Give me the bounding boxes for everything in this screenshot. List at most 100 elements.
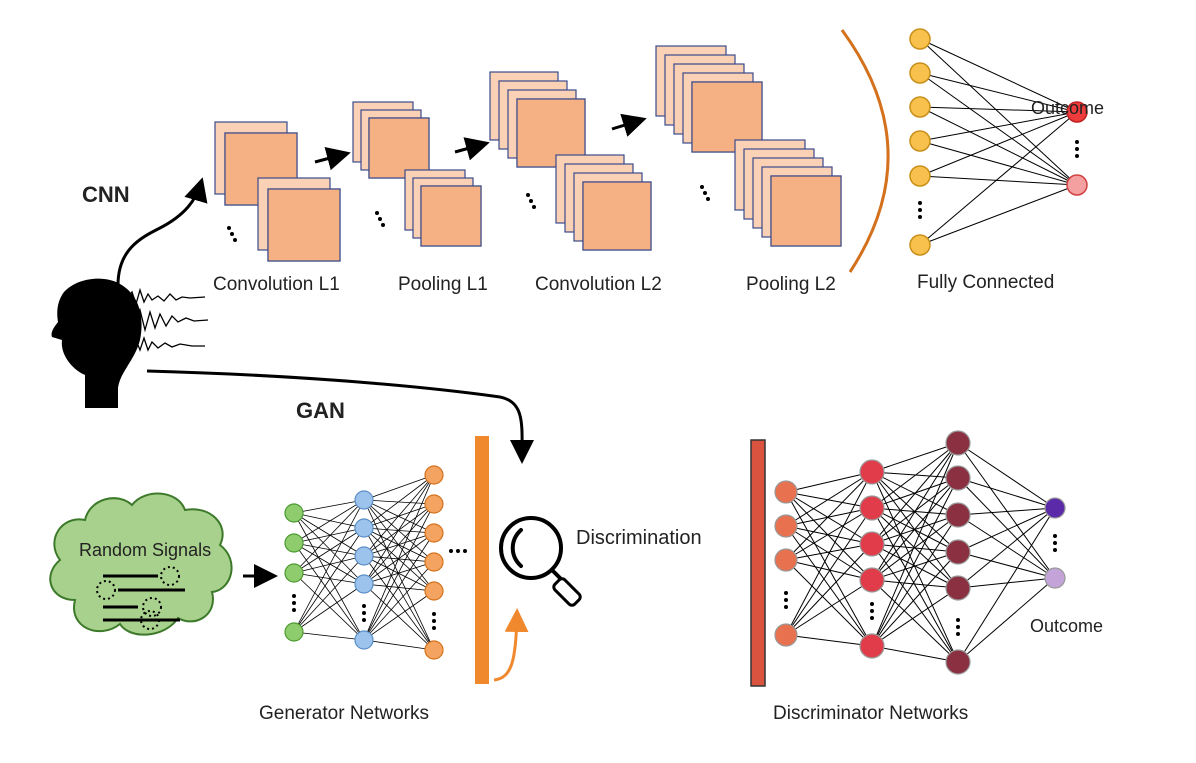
fc-input-node <box>909 165 931 187</box>
disc-edge <box>957 507 1056 553</box>
disc-hidden2-node <box>945 649 971 675</box>
fully-connected-label: Fully Connected <box>917 272 1054 293</box>
ellipsis-pool1 <box>381 223 385 227</box>
fc-edge <box>919 175 1078 186</box>
random-signals-cloud: Random Signals <box>49 492 233 636</box>
cnn-outcome-node <box>1066 174 1088 196</box>
disc-edge <box>785 471 873 561</box>
gen-edge <box>293 499 365 633</box>
disc-edge <box>871 442 959 473</box>
ellipsis-conv1 <box>230 232 234 236</box>
ellipsis-disc-output <box>1053 548 1057 552</box>
fc-edge <box>919 106 1078 186</box>
disc-edge <box>871 477 959 647</box>
gen-edge <box>363 590 435 641</box>
disc-edge <box>871 442 959 581</box>
gen-output-node <box>424 581 444 601</box>
fc-input-node <box>909 130 931 152</box>
gen-output-node <box>424 494 444 514</box>
feature-map-pool2-top-front <box>691 81 763 153</box>
disc-edge <box>785 471 873 636</box>
disc-edge <box>871 645 959 663</box>
generator-feedback-arrow <box>493 608 529 682</box>
feature-map-pool2-bottom-front <box>770 175 842 247</box>
cloud-shape <box>49 492 233 636</box>
gan-title: GAN <box>296 398 345 423</box>
gen-hidden-node <box>354 546 374 566</box>
ellipsis-gen-output <box>432 612 436 616</box>
gen-edge <box>363 503 435 641</box>
disc-edge <box>871 442 959 509</box>
ellipsis-conv2 <box>532 205 536 209</box>
disc-edge <box>871 471 959 663</box>
ellipsis-fc-input <box>918 201 922 205</box>
gen-edge <box>293 542 365 557</box>
disc-edge <box>871 514 959 647</box>
gen-output-node <box>424 552 444 572</box>
stage-label-pool2: Pooling L2 <box>746 274 836 295</box>
disc-outcome-node <box>1044 567 1066 589</box>
gen-edge <box>293 527 365 544</box>
discriminator-outcome-label: Outcome <box>1030 616 1103 636</box>
gen-edge <box>363 527 435 651</box>
gen-edge <box>363 527 435 534</box>
stage-arrow-2 <box>454 137 490 161</box>
disc-edge <box>785 634 873 647</box>
stage-arrow-3 <box>611 113 647 137</box>
gen-edge <box>363 499 435 592</box>
disc-edge <box>871 587 959 647</box>
gen-edge <box>293 527 365 633</box>
ellipsis-gen-input <box>292 608 296 612</box>
gen-input-node <box>284 533 304 553</box>
ellipsis-pool1 <box>378 217 382 221</box>
ellipsis-conv1 <box>227 226 231 230</box>
gen-edge <box>293 499 365 574</box>
ellipsis-disc-hidden1 <box>870 609 874 613</box>
gen-edge <box>363 639 435 651</box>
gen-edge <box>363 499 435 651</box>
fc-edge <box>919 38 1078 186</box>
disc-edge <box>957 577 1056 589</box>
fc-edge <box>919 111 1078 246</box>
gen-edge <box>363 532 435 641</box>
disc-input-node <box>774 623 798 647</box>
fc-edge <box>919 184 1078 246</box>
gen-edge <box>293 555 365 633</box>
disc-edge <box>785 471 873 527</box>
gen-hidden-node <box>354 574 374 594</box>
gen-edge <box>363 499 435 563</box>
gen-output-node <box>424 465 444 485</box>
disc-edge <box>785 491 873 647</box>
gen-input-node <box>284 622 304 642</box>
disc-edge <box>785 471 873 493</box>
disc-edge <box>871 442 959 545</box>
magnifier-icon <box>499 516 582 607</box>
gan-arrow <box>146 369 535 464</box>
fc-edge <box>919 111 1078 177</box>
gen-input-node <box>284 563 304 583</box>
cnn-arrow <box>116 177 208 286</box>
ellipsis-gen-output <box>432 619 436 623</box>
gen-edge <box>293 499 365 544</box>
ellipsis-fc-input <box>918 208 922 212</box>
stage-label-conv2: Convolution L2 <box>535 274 662 295</box>
gen-edge <box>293 512 365 557</box>
feature-map-pool1-bottom-front <box>420 185 482 247</box>
cnn-outcome-label: Outcome <box>1031 98 1104 118</box>
ellipsis-pool1 <box>375 211 379 215</box>
gen-edge <box>363 561 435 585</box>
disc-input-node <box>774 480 798 504</box>
ellipsis-gen-output <box>432 626 436 630</box>
gen-hidden-node <box>354 630 374 650</box>
signal-dot-circle-2 <box>96 580 116 600</box>
ellipsis-fc-input <box>918 215 922 219</box>
ellipsis-gen-input <box>292 594 296 598</box>
disc-edge <box>785 543 873 561</box>
disc-edge <box>871 579 959 663</box>
disc-edge <box>957 577 1056 663</box>
disc-input-node <box>774 514 798 538</box>
disc-outcome-node <box>1044 497 1066 519</box>
gen-edge <box>363 474 435 557</box>
disc-hidden2-node <box>945 465 971 491</box>
